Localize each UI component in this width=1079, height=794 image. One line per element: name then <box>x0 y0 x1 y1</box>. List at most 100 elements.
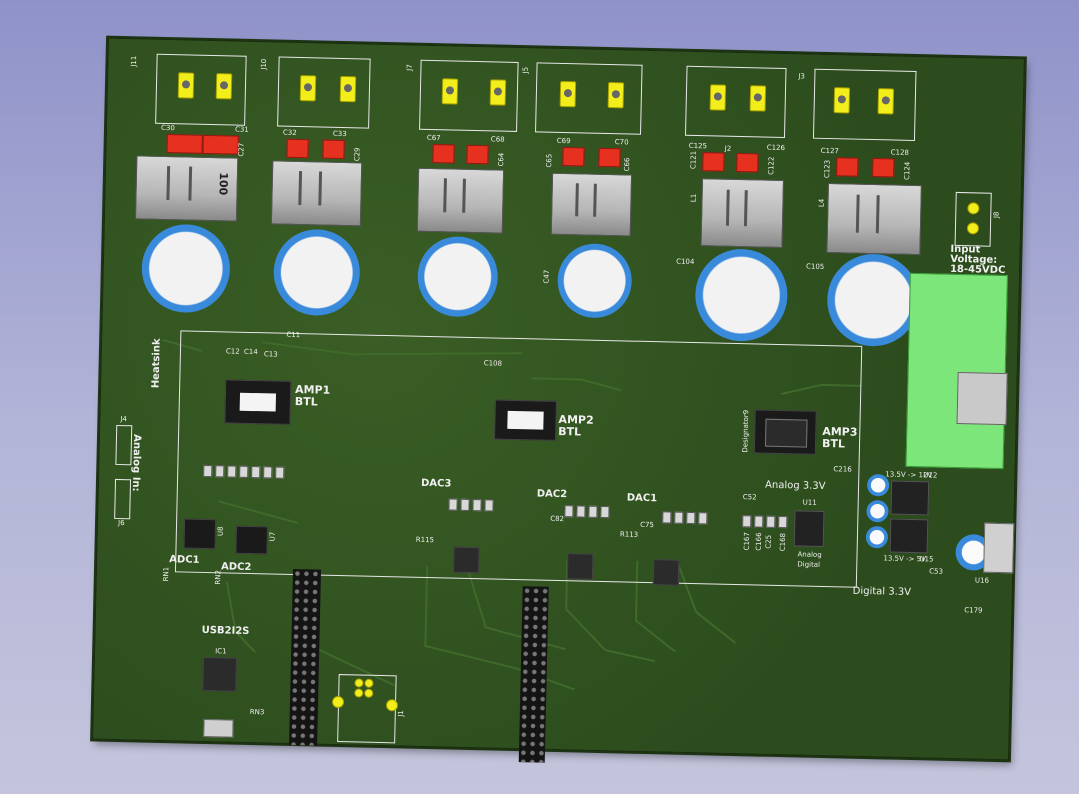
red-capacitor <box>432 144 455 164</box>
u11-regulator <box>793 510 825 548</box>
inductor <box>826 183 922 256</box>
ref-c14: C14 <box>243 347 258 357</box>
red-capacitor <box>836 157 859 177</box>
smd-resistor <box>600 505 610 519</box>
amp2-btl-label: BTL <box>558 424 582 439</box>
ref-j11: J11 <box>129 55 139 67</box>
terminal-pin[interactable] <box>833 87 851 114</box>
ref-rn1: RN1 <box>162 566 171 582</box>
terminal-pin[interactable] <box>559 80 577 108</box>
terminal-outline-j5 <box>535 62 643 135</box>
amp3-btl-label: BTL <box>821 436 846 451</box>
dac3-label: DAC3 <box>420 477 452 490</box>
terminal-outline-j10 <box>277 56 371 129</box>
ref-c69: C69 <box>556 136 571 146</box>
smd-cap <box>766 515 776 528</box>
adc1-label: ADC1 <box>169 554 200 566</box>
red-capacitor <box>466 144 489 165</box>
ref-c66: C66 <box>623 157 632 172</box>
ref-c29: C29 <box>353 147 362 162</box>
red-capacitor <box>562 146 585 167</box>
smd-resistor <box>203 464 213 478</box>
smd-resistor <box>686 511 696 525</box>
ref-c27: C27 <box>237 142 246 157</box>
analog-33v-label: Analog 3.3V <box>764 479 826 493</box>
terminal-outline-j3 <box>812 68 917 141</box>
smd-resistor <box>275 466 285 479</box>
terminal-pin[interactable] <box>215 73 233 100</box>
smd-resistor <box>674 511 684 524</box>
ref-u8: U8 <box>216 526 225 537</box>
ref-c122: C122 <box>767 156 776 175</box>
dac2-label: DAC2 <box>536 488 568 501</box>
inductor <box>270 160 363 227</box>
terminal-pin[interactable] <box>177 72 195 99</box>
smd-resistor <box>448 498 458 511</box>
adc2-label: ADC2 <box>220 561 252 574</box>
ref-c13: C13 <box>263 350 278 359</box>
ref-c65: C65 <box>545 153 554 168</box>
crystal <box>203 718 234 738</box>
terminal-pin[interactable] <box>749 85 767 112</box>
dac2-chip <box>566 553 594 580</box>
ref-c166: C166 <box>754 532 764 551</box>
ref-c104: C104 <box>676 257 695 267</box>
smd-resistor <box>698 512 708 525</box>
smd-resistor <box>472 499 482 512</box>
terminal-pin[interactable] <box>607 82 625 109</box>
ref-c52: C52 <box>742 493 757 502</box>
ref-c11: C11 <box>286 330 301 340</box>
ref-j10: J10 <box>259 58 269 70</box>
red-capacitor <box>286 138 309 159</box>
ref-c216: C216 <box>833 465 852 474</box>
power-module <box>905 272 1008 470</box>
smd-resistor <box>576 505 586 518</box>
red-capacitor <box>736 152 759 173</box>
heatsink-label: Heatsink <box>150 338 163 389</box>
ref-u15: U15 <box>919 555 934 564</box>
ref-j8: J8 <box>992 211 1001 219</box>
ref-l1: L1 <box>689 193 698 203</box>
amp2-chip <box>494 399 557 441</box>
terminal-pin[interactable] <box>489 79 507 106</box>
ref-c126: C126 <box>766 143 786 153</box>
digital-33v-label: Digital 3.3V <box>852 585 912 599</box>
ref-j5: J5 <box>521 66 530 74</box>
ref-c47: C47 <box>542 269 551 284</box>
ref-c121: C121 <box>689 150 698 170</box>
digital-label: Digital <box>797 560 821 569</box>
analog-label: Analog <box>797 550 822 559</box>
smd-resistor <box>263 466 273 479</box>
ref-c124: C124 <box>903 161 912 181</box>
red-capacitor <box>702 152 725 172</box>
terminal-pin[interactable] <box>339 75 357 103</box>
ref-c25: C25 <box>764 534 773 549</box>
ref-c12: C12 <box>225 347 240 356</box>
pcb-board: Heatsink J11 J10 J7 J5 J2 J3 C30 C31 C27… <box>92 37 1025 763</box>
amp1-chip <box>224 379 292 425</box>
smd-cap <box>778 515 788 529</box>
terminal-pin[interactable] <box>299 75 317 102</box>
ref-u16: U16 <box>974 576 990 585</box>
smd-resistor <box>662 511 672 524</box>
ref-r113: R113 <box>619 530 639 539</box>
pin-header-right[interactable] <box>518 586 549 763</box>
ref-c82: C82 <box>550 514 565 524</box>
dac1-label: DAC1 <box>626 492 658 505</box>
copper-traces <box>161 338 862 691</box>
terminal-pin[interactable] <box>877 88 895 115</box>
pin-header-left[interactable] <box>289 568 322 746</box>
j6-outline <box>114 478 132 520</box>
ref-c125: C125 <box>688 141 708 151</box>
smd-resistor <box>227 465 237 478</box>
adc1-chip <box>183 518 217 550</box>
terminal-pin[interactable] <box>441 78 459 105</box>
dac3-chip <box>453 546 480 574</box>
terminal-pin[interactable] <box>709 84 727 111</box>
terminal-outline-j2 <box>684 65 787 139</box>
ref-c31: C31 <box>234 125 249 134</box>
ref-j4: J4 <box>120 415 128 424</box>
dac1-chip <box>652 559 680 586</box>
u15-regulator <box>889 518 929 554</box>
